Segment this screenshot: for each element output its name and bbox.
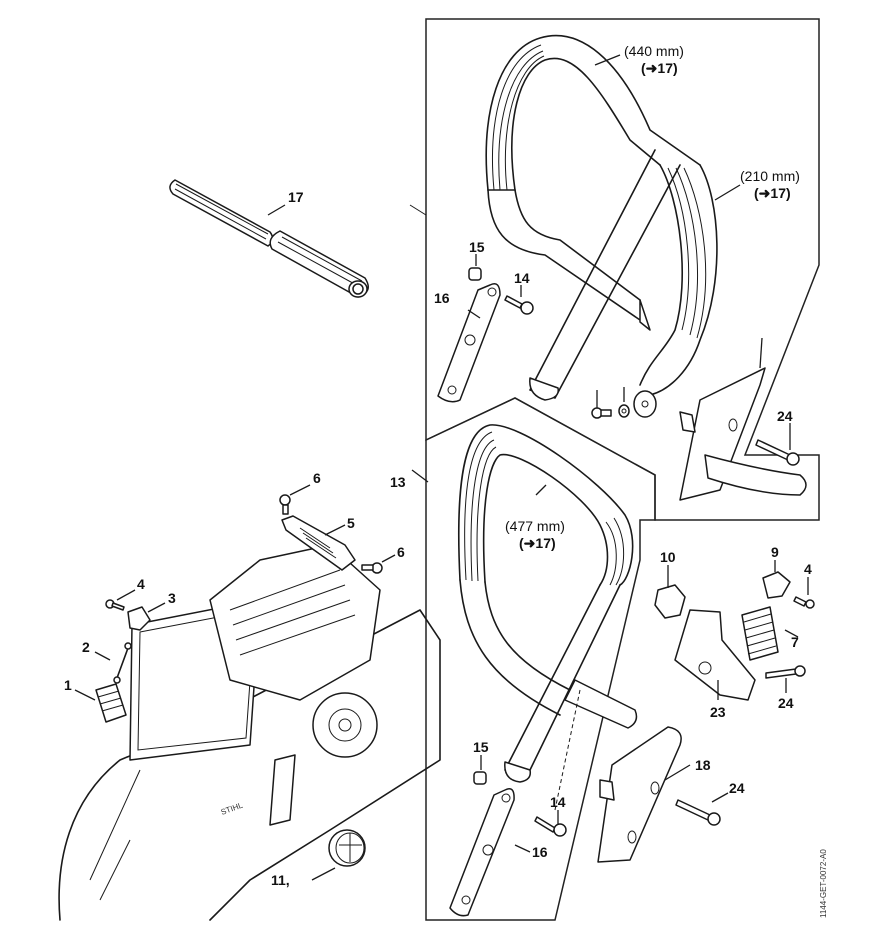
frame-tick [409,204,427,216]
lower-part-24 [675,799,721,826]
callout-6-top: 6 [313,470,321,486]
part-11-cap [328,829,366,867]
stihl-logo: STIHL [220,800,245,816]
callout-14-upper: 14 [514,270,530,286]
callout-14-lower: 14 [550,794,566,810]
callout-16-upper: 16 [434,290,450,306]
upper-handlebar [485,34,718,418]
callout-24-right: 24 [778,695,794,711]
part-10 [654,584,686,619]
callout-16-lower: 16 [532,844,548,860]
callout-4-left: 4 [137,576,145,592]
upper-part-18 [679,337,807,501]
right-part-24 [765,665,806,679]
part-9 [762,571,791,599]
callout-24-upper: 24 [777,408,793,424]
dim-477-length: (477 mm) [505,518,565,534]
callout-15-lower: 15 [473,739,489,755]
lower-handlebar [457,424,638,811]
part-1-spring [95,683,127,723]
callout-3: 3 [168,590,176,606]
dim-440-length: (440 mm) [624,43,684,59]
part-2-wire [113,642,132,684]
right-part-4 [793,596,815,609]
callout-23: 23 [710,704,726,720]
callout-7: 7 [791,634,799,650]
callout-9: 9 [771,544,779,560]
part-7-spring [741,606,779,661]
part-5-spring-bracket [281,515,356,571]
chainsaw-body: STIHL [58,544,441,921]
callout-5: 5 [347,515,355,531]
dim-440-ref-number: 17 [657,60,673,76]
part-23 [674,609,756,701]
callout-24-lower: 24 [729,780,745,796]
upper-part-24 [755,439,800,466]
part-17-sleeves [169,179,369,298]
left-part-4 [105,599,125,611]
callout-17: 17 [288,189,304,205]
dim-210-ref: (➜17) [754,185,791,201]
callout-11: 11, [271,872,290,888]
dim-210-ref-number: 17 [770,185,786,201]
ref-arrow-icon: ➜ [524,535,536,551]
dim-477-ref: (➜17) [519,535,556,551]
part-6-screws [279,494,383,574]
callout-18: 18 [695,757,711,773]
callout-1: 1 [64,677,72,693]
ref-arrow-icon: ➜ [646,60,658,76]
ref-arrow-icon: ➜ [759,185,771,201]
upper-part-16 [437,283,501,403]
part-3-bracket [127,606,151,631]
callout-4-right: 4 [804,561,812,577]
document-code: 1144-GET-0072-A0 [819,849,828,918]
upper-part-14 [504,295,534,315]
dim-477-ref-number: 17 [535,535,551,551]
upper-screw-washer [591,387,630,419]
lower-part-16 [449,788,515,917]
callout-13: 13 [390,474,406,490]
callout-10: 10 [660,549,676,565]
leader-lines [74,54,809,881]
callout-2: 2 [82,639,90,655]
upper-part-15 [468,267,482,281]
dim-440-ref: (➜17) [641,60,678,76]
lower-part-18 [597,726,682,863]
callout-15-upper: 15 [469,239,485,255]
dim-210-length: (210 mm) [740,168,800,184]
lower-part-15 [473,771,487,785]
lower-handlebar-frame [425,397,656,921]
callout-6-right: 6 [397,544,405,560]
lower-part-14 [534,816,567,837]
